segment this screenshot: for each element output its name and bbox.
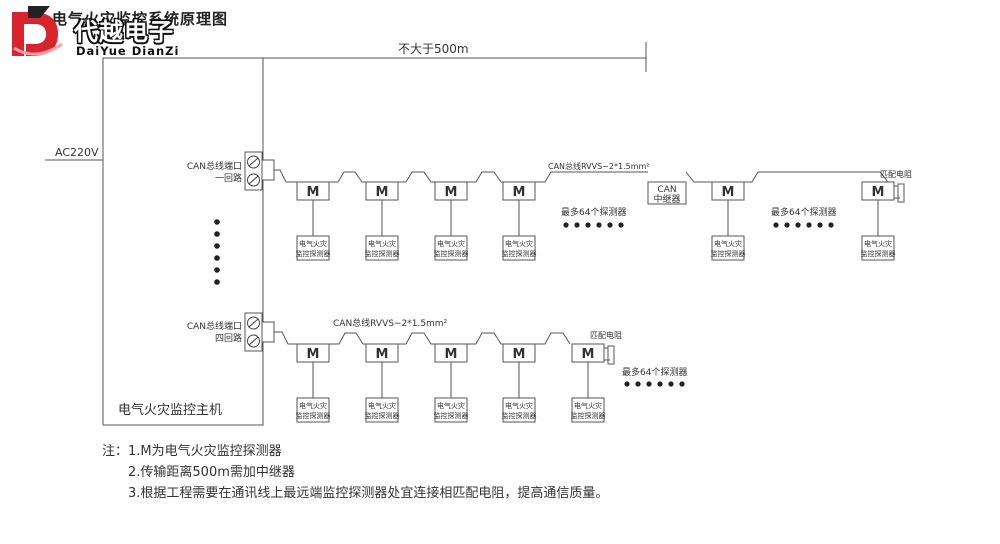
- bus-line-2: [274, 331, 571, 345]
- detectors-row2: [296, 397, 605, 423]
- svg-text:电气火灾: 电气火灾: [368, 239, 396, 248]
- detector-labels-row1: 电气火灾监控探测器 电气火灾监控探测器 电气火灾监控探测器 电气火灾监控探测器 …: [296, 239, 896, 258]
- distance-label: 不大于500m: [398, 42, 469, 56]
- can-repeater: [647, 181, 687, 205]
- svg-text:M: M: [376, 185, 389, 200]
- svg-text:电气火灾: 电气火灾: [864, 239, 892, 248]
- detectors-row1: [296, 235, 895, 261]
- max-label-row2: 最多64个探测器: [622, 366, 687, 378]
- svg-text:M: M: [722, 185, 735, 200]
- max-label-row1-a: 最多64个探测器: [561, 206, 626, 218]
- host-cabinet: [102, 57, 264, 426]
- note-2: 2.传输距离500m需加中继器: [128, 465, 295, 480]
- svg-text:监控探测器: 监控探测器: [365, 249, 400, 258]
- dots-row1-b: [773, 222, 834, 228]
- svg-text:监控探测器: 监控探测器: [365, 411, 400, 420]
- brand-logo: 代越电子 DaiYue DianZi: [6, 4, 246, 64]
- svg-text:监控探测器: 监控探测器: [502, 249, 537, 258]
- svg-text:M: M: [513, 347, 526, 362]
- svg-text:监控探测器: 监控探测器: [861, 249, 896, 258]
- logo-text-en: DaiYue DianZi: [76, 44, 180, 58]
- svg-text:电气火灾: 电气火灾: [574, 401, 602, 410]
- dots-row1-a: [563, 222, 624, 228]
- svg-text:M: M: [445, 347, 458, 362]
- max-label-row1-b: 最多64个探测器: [771, 206, 836, 218]
- svg-text:M: M: [513, 185, 526, 200]
- module-symbols-row1: M M M M M M: [307, 185, 885, 200]
- detector-labels-row2: 电气火灾监控探测器 电气火灾监控探测器 电气火灾监控探测器 电气火灾监控探测器 …: [296, 401, 606, 420]
- svg-text:M: M: [376, 347, 389, 362]
- bus-label-bottom: CAN总线RVVS−2*1.5mm²: [333, 317, 448, 329]
- drops-row1: [312, 200, 879, 236]
- svg-text:监控探测器: 监控探测器: [434, 249, 469, 258]
- svg-text:监控探测器: 监控探测器: [434, 411, 469, 420]
- svg-text:电气火灾: 电气火灾: [714, 239, 742, 248]
- svg-text:监控探测器: 监控探测器: [571, 411, 606, 420]
- can-port-4: [244, 312, 275, 352]
- svg-text:M: M: [307, 347, 320, 362]
- logo-text-cn: 代越电子: [74, 18, 174, 46]
- drops-row2: [312, 362, 589, 398]
- svg-text:M: M: [582, 347, 595, 362]
- repeater-label-line2: 中继器: [653, 193, 680, 205]
- terminator-resistor-2: [607, 345, 615, 365]
- svg-text:电气火灾: 电气火灾: [437, 401, 465, 410]
- terminator-label-2: 匹配电阻: [590, 330, 622, 340]
- port1-label-line2: 一回路: [215, 172, 242, 184]
- svg-text:电气火灾: 电气火灾: [437, 239, 465, 248]
- svg-text:电气火灾: 电气火灾: [505, 401, 533, 410]
- port4-label-line1: CAN总线端口: [187, 320, 242, 332]
- diagram-title: 电气火灾监控系统原理图: [52, 10, 229, 28]
- terminator-label-1: 匹配电阻: [880, 169, 912, 179]
- svg-text:M: M: [872, 185, 885, 200]
- notes: 注：1.M为电气火灾监控探测器 2.传输距离500m需加中继器 3.根据工程需要…: [102, 441, 608, 504]
- module-symbols-row2: M M M M M: [307, 347, 595, 362]
- repeater-label-line1: CAN: [657, 185, 676, 195]
- svg-text:监控探测器: 监控探测器: [711, 249, 746, 258]
- svg-text:电气火灾: 电气火灾: [368, 401, 396, 410]
- svg-text:电气火灾: 电气火灾: [299, 401, 327, 410]
- module-row1: [296, 181, 895, 201]
- bus-label-top: CAN总线RVVS−2*1.5mm²: [548, 161, 650, 171]
- note-3: 3.根据工程需要在通讯线上最远端监控探测器处宜连接相匹配电阻，提高通信质量。: [128, 486, 609, 501]
- svg-text:监控探测器: 监控探测器: [296, 249, 331, 258]
- svg-text:电气火灾: 电气火灾: [505, 239, 533, 248]
- host-label: 电气火灾监控主机: [118, 402, 222, 418]
- module-row2: [296, 343, 605, 363]
- svg-text:电气火灾: 电气火灾: [299, 239, 327, 248]
- port4-label-line2: 四回路: [215, 332, 242, 344]
- svg-text:M: M: [445, 185, 458, 200]
- dots-row2: [624, 381, 685, 387]
- svg-text:M: M: [307, 185, 320, 200]
- terminator-resistor-1: [897, 183, 905, 203]
- more-ports-dots: [214, 219, 220, 285]
- bus-line-1b: [685, 171, 889, 183]
- port1-label-line1: CAN总线端口: [187, 160, 242, 172]
- can-port-1: [244, 151, 275, 191]
- logo-mark-icon: [12, 6, 63, 56]
- note-1: 注：1.M为电气火灾监控探测器: [102, 444, 282, 459]
- svg-text:监控探测器: 监控探测器: [502, 411, 537, 420]
- svg-text:监控探测器: 监控探测器: [296, 411, 331, 420]
- bus-line-1: [274, 169, 648, 183]
- power-label: AC220V: [55, 146, 99, 159]
